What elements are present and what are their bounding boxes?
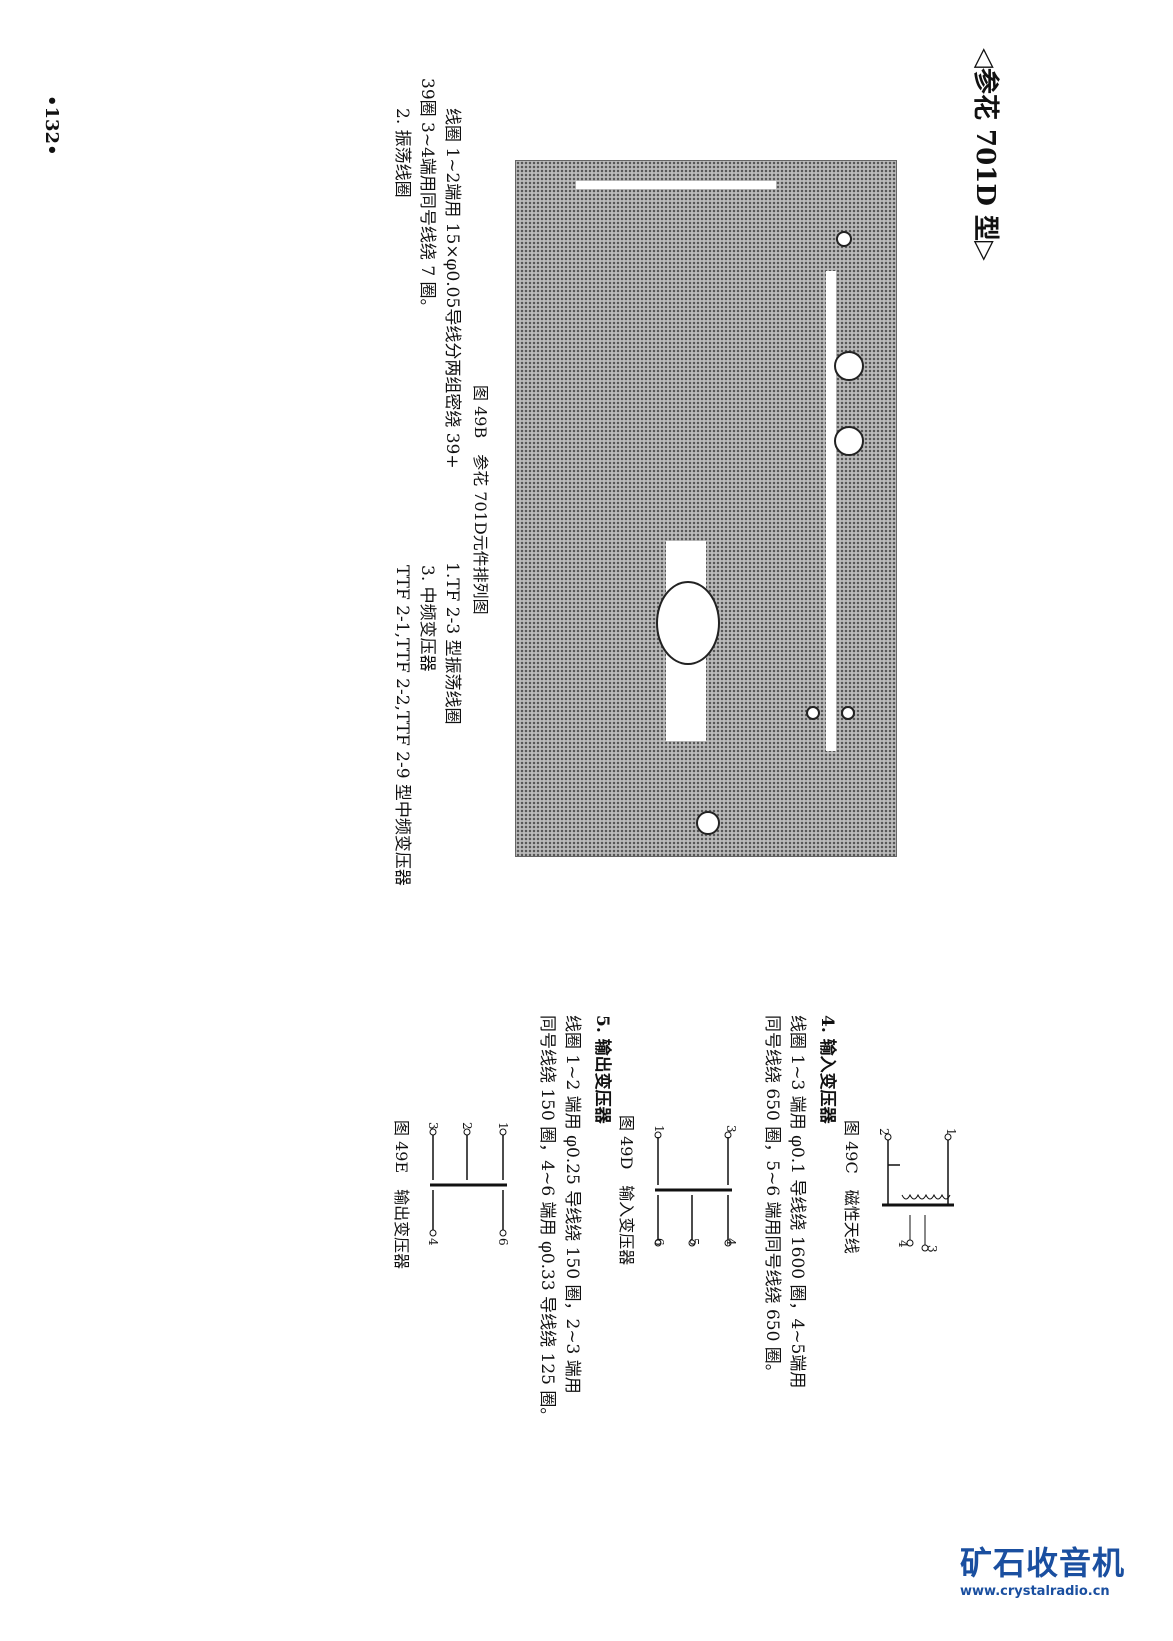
- terminal-label: 5: [687, 1238, 701, 1246]
- pcb-layout-image: [515, 160, 897, 857]
- section-heading: 5. 输出变压器: [592, 1015, 612, 1124]
- input-transformer-diagram: [654, 1131, 732, 1247]
- watermark: 矿石收音机 www.crystalradio.cn: [960, 1538, 1125, 1599]
- text-line: TTF 2-1,TTF 2-2,TTF 2-9 型中频变压器: [392, 565, 412, 886]
- section-heading: 2. 振荡线圈: [392, 108, 412, 198]
- section-heading: 1.TF 2-3 型振荡线圈: [442, 562, 462, 725]
- terminal-label: 6: [496, 1238, 510, 1246]
- section-heading: 4. 输入变压器: [817, 1015, 837, 1124]
- watermark-title: 矿石收音机: [960, 1544, 1126, 1582]
- figure-49e-caption: 图 49E 输出变压器: [392, 1120, 411, 1270]
- terminal-label: 6: [652, 1238, 666, 1246]
- terminal-label: 4: [896, 1240, 910, 1248]
- figure-49b-caption: 图 49B 参花 701D元件排列图: [471, 385, 490, 615]
- terminal-label: 3: [426, 1122, 440, 1130]
- text-line: 39圈 3~4端用同号线绕 7 圈。: [417, 78, 437, 316]
- terminal-label: 2: [877, 1128, 891, 1136]
- terminal-label: 3: [724, 1125, 738, 1133]
- terminal-label: 4: [724, 1238, 738, 1246]
- watermark-url: www.crystalradio.cn: [960, 1584, 1110, 1599]
- figure-49c-caption: 图 49C 磁性天线: [842, 1120, 861, 1254]
- page-number: •132•: [41, 95, 62, 156]
- text-line: 同号线绕 650 圈，5~6 端用同号线绕 650 圈。: [762, 1015, 782, 1381]
- terminal-label: 2: [460, 1122, 474, 1130]
- text-line: 同号线绕 150 圈，4~6 端用 φ0.33 导线绕 125 圈。: [537, 1015, 557, 1425]
- page-header: ◁参花 701D 型▷: [970, 48, 1000, 261]
- antenna-coil-diagram: [882, 1133, 954, 1252]
- terminal-label: 1: [944, 1128, 958, 1136]
- text-line: 线圈 1~2 端用 φ0.25 导线绕 150 圈，2~3 端用: [562, 1015, 582, 1394]
- terminal-label: 3: [925, 1245, 939, 1253]
- terminal-label: 4: [426, 1238, 440, 1246]
- output-transformer-diagram: [429, 1128, 507, 1237]
- text-line: 线圈 1~2端用 15×φ0.05导线分两组密绕 39+: [442, 108, 462, 469]
- terminal-label: 1: [652, 1125, 666, 1133]
- terminal-label: 1: [496, 1122, 510, 1130]
- section-heading: 3. 中频变压器: [417, 565, 437, 672]
- text-line: 线圈 1~3 端用 φ0.1 导线绕 1600 圈，4~5端用: [787, 1015, 807, 1389]
- figure-49d-caption: 图 49D 输入变压器: [617, 1115, 636, 1266]
